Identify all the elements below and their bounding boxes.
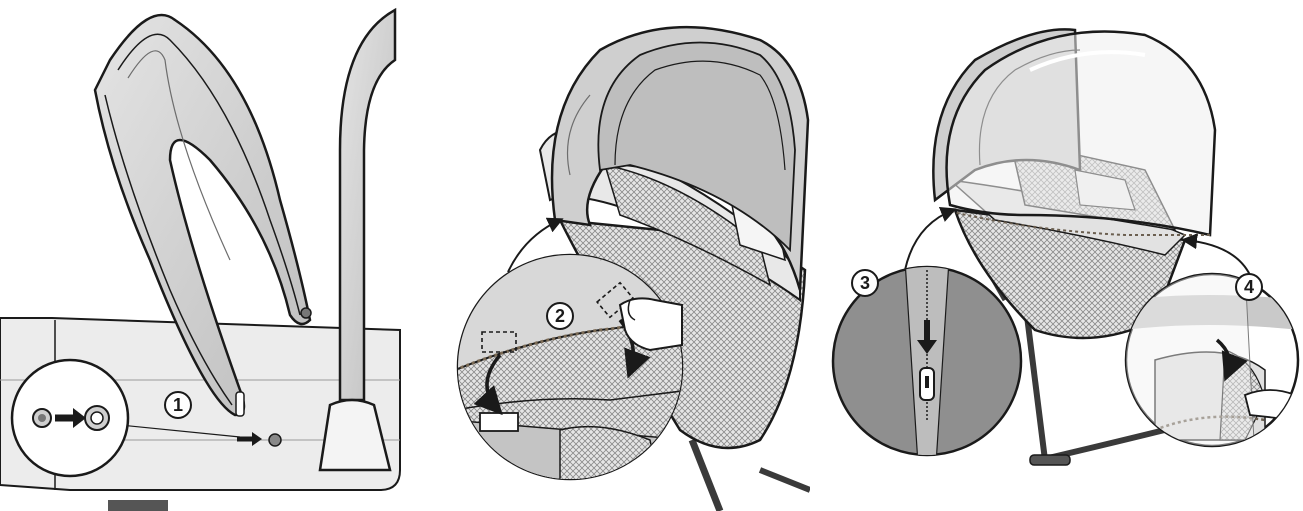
svg-text:4: 4 [1244,277,1254,297]
frame-snap [269,434,281,446]
velcro-strip [480,413,518,431]
step-1-inset [12,360,128,476]
stand-leg [692,440,720,511]
snap-button [301,308,311,318]
curved-arrow-icon [905,210,953,270]
step-2-panel: 2 [430,0,810,511]
base-tab [108,500,168,511]
svg-text:1: 1 [173,395,183,415]
step-3-4-panel: 3 4 [825,0,1303,511]
stand-foot [1030,455,1070,465]
hand [1245,390,1295,420]
svg-text:3: 3 [860,273,870,293]
step-3-inset: 3 [833,260,1021,480]
zipper-pull-icon [236,392,244,416]
step-1-badge: 1 [165,392,191,418]
svg-text:2: 2 [555,306,565,326]
step-1-panel: 1 [0,0,410,511]
